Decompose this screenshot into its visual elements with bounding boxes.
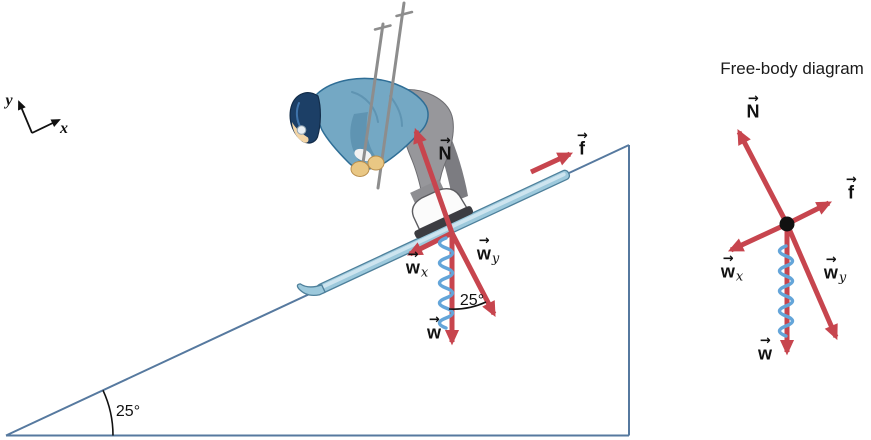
- coordinate-axes: [18, 100, 61, 134]
- skier: [289, 1, 474, 239]
- x-axis-arrow: [31, 119, 61, 134]
- pole-grip-cross-left: [373, 24, 392, 31]
- incline-angle-arc: [102, 389, 114, 436]
- weight-decomposition-squiggle: [437, 236, 455, 330]
- skier-jacket: [315, 77, 429, 170]
- component-angle-label: 25°: [459, 292, 485, 309]
- weight-x-vector: [406, 230, 454, 257]
- pole-grip-cross-right: [395, 10, 414, 18]
- y-axis-label: y: [5, 92, 13, 109]
- x-axis-label: x: [60, 120, 68, 137]
- fbd-weight-x-vector: [727, 221, 789, 253]
- ski-tip-curl: [296, 283, 326, 297]
- boot-sole: [414, 206, 474, 239]
- ski-pole-right: [376, 1, 406, 190]
- ski-top-stripe: [319, 172, 566, 290]
- y-axis-arrow: [18, 100, 33, 134]
- goggles: [296, 125, 307, 135]
- component-angle-arc: [448, 301, 487, 310]
- normal-force-vector: [413, 127, 455, 234]
- fbd-normal-vector: [736, 129, 790, 226]
- glove-right: [367, 155, 385, 171]
- fbd-particle-dot: [779, 216, 795, 232]
- fbd-weight-squiggle: [777, 244, 795, 338]
- ski: [296, 169, 571, 297]
- fbd-friction-vector: [785, 200, 833, 227]
- ski-poles: [360, 1, 414, 190]
- fbd-vectors: [727, 129, 839, 356]
- fbd-title: Free-body diagram: [720, 59, 864, 78]
- weight-y-vector: [449, 231, 497, 317]
- friction-force-vector: [529, 151, 574, 175]
- skier-helmet: [289, 92, 321, 144]
- ski-pole-left: [360, 22, 385, 172]
- incline-angle-label: 25°: [115, 403, 141, 420]
- fbd-weight-y-vector: [784, 223, 839, 341]
- glove-left: [350, 161, 370, 177]
